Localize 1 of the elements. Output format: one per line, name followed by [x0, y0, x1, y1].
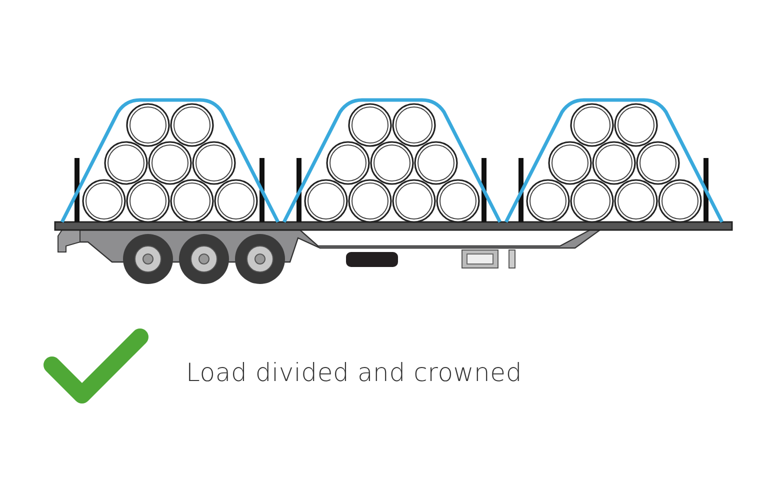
caption-text: Load divided and crowned	[186, 358, 522, 387]
